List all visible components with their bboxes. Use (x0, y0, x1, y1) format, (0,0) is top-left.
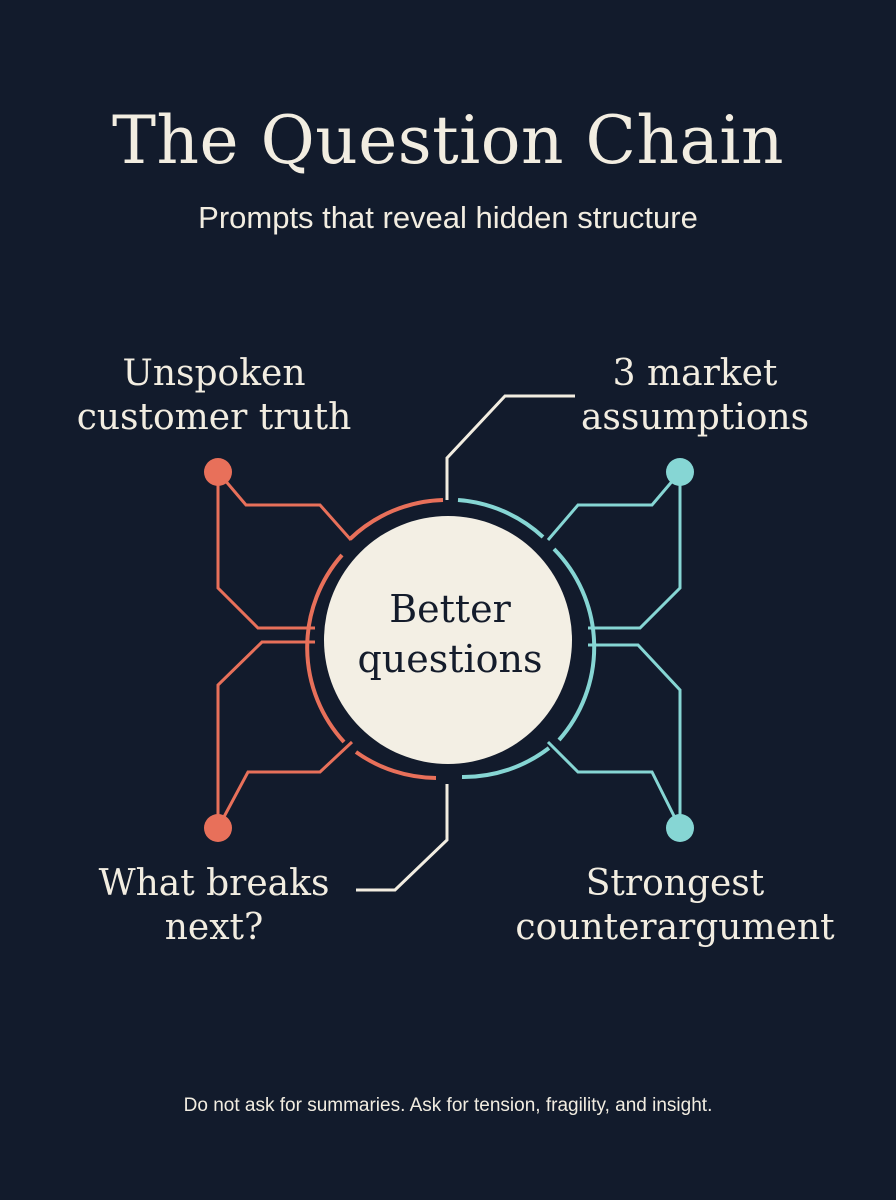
prompt-label-top-left-line-2: customer truth (76, 397, 352, 438)
prompt-label-bottom-left-line-2: next? (164, 907, 264, 948)
prompt-label-bottom-right-line-2: counterargument (515, 907, 835, 948)
connector-to-bottom-left-label (356, 784, 449, 892)
footer-note: Do not ask for summaries. Ask for tensio… (183, 1095, 713, 1116)
ring-arc-left (305, 553, 346, 744)
ring-arc-bottom-left (354, 750, 437, 780)
ring-arc-top-left (348, 498, 444, 541)
node-dot-bottom-left (204, 814, 232, 842)
page-subtitle: Prompts that reveal hidden structure (198, 200, 698, 235)
prompt-label-bottom-left: What breaks next? (64, 862, 364, 950)
page-title: The Question Chain (112, 102, 784, 179)
node-dot-top-left (204, 458, 232, 486)
node-dot-bottom-right (666, 814, 694, 842)
prompt-label-bottom-right: Strongest counterargument (500, 862, 850, 950)
prompt-label-bottom-right-line-1: Strongest (585, 863, 765, 904)
right-connector-network (546, 471, 682, 829)
prompt-label-top-right-line-2: assumptions (580, 397, 810, 438)
prompt-label-bottom-left-line-1: What breaks (98, 863, 330, 904)
node-dot-top-right (666, 458, 694, 486)
center-label: Better questions (330, 584, 570, 684)
center-disc (324, 516, 572, 764)
connector-to-top-right-label (445, 394, 575, 500)
ring-arc-top-right (457, 498, 545, 539)
prompt-label-top-right: 3 market assumptions (530, 352, 860, 440)
center-label-line-2: questions (357, 637, 543, 681)
ring-arc-bottom-right (461, 746, 551, 780)
left-connector-network (216, 471, 354, 829)
prompt-label-top-left-line-1: Unspoken (122, 353, 306, 394)
prompt-label-top-left: Unspoken customer truth (54, 352, 374, 440)
center-label-line-1: Better (389, 587, 511, 631)
prompt-label-top-right-line-1: 3 market (612, 353, 778, 394)
